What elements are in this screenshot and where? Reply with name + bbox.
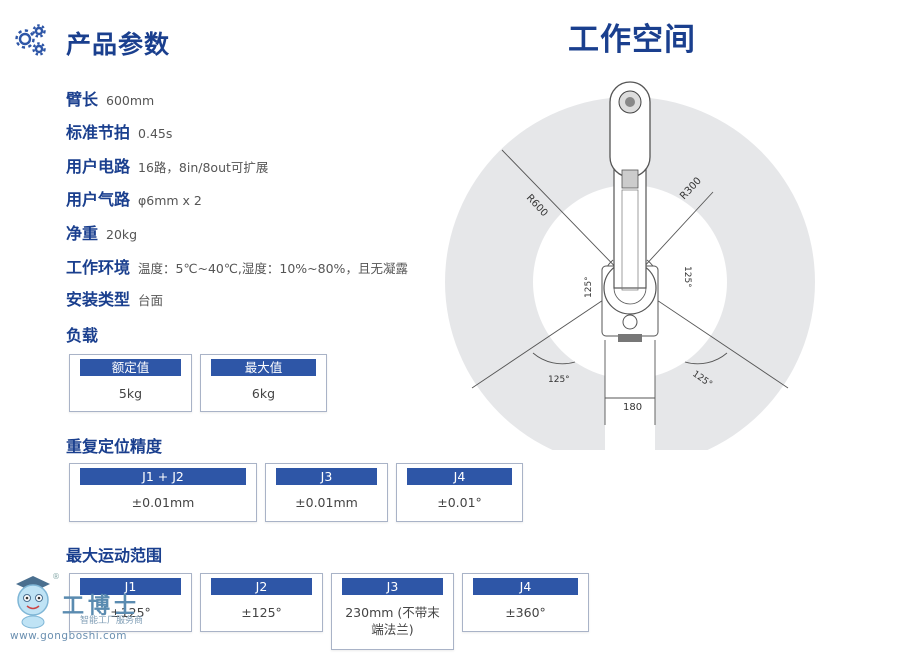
payload-title: 负载 [66, 326, 99, 345]
param-label: 用户电路 [66, 157, 131, 176]
repeatability-title: 重复定位精度 [66, 437, 163, 456]
box-value: ±125° [110, 605, 151, 620]
param-user-circuit: 用户电路 16路，8in/8out可扩展 [66, 153, 268, 177]
box-header: J4 [473, 578, 578, 595]
box-value: 5kg [118, 386, 143, 401]
watermark: ® 工博士 智能工厂服务商 www.gongboshi.com [4, 570, 154, 646]
param-user-air: 用户气路 φ6mm x 2 [66, 186, 202, 210]
box-header: J1 + J2 [80, 468, 246, 485]
gears-icon [14, 23, 50, 59]
workspace-diagram: R600 R300 125° 125° 125° 125° 180 [445, 81, 815, 450]
param-value: φ6mm x 2 [138, 193, 202, 208]
param-label: 安装类型 [66, 290, 131, 309]
param-label: 标准节拍 [66, 123, 131, 142]
watermark-subtitle: 智能工厂服务商 [80, 616, 144, 626]
motion-j2-box: J2 ±125° [200, 573, 323, 632]
angle-bottom-left-label: 125° [548, 375, 570, 385]
box-value: ±0.01° [437, 495, 482, 510]
mascot-icon [16, 576, 50, 629]
box-header: 额定值 [80, 359, 181, 376]
box-header: J1 [80, 578, 181, 595]
box-value: ±0.01mm [131, 495, 195, 510]
angle-left-label: 125° [584, 276, 594, 298]
section-title: 产品参数 [66, 30, 171, 59]
robot-arm [601, 81, 659, 342]
repeatability-j3-box: J3 ±0.01mm [265, 463, 388, 522]
payload-max-box: 最大值 6kg [200, 354, 327, 412]
param-environment: 工作环境 温度：5℃~40℃,湿度：10%~80%，且无凝露 [66, 254, 408, 278]
repeatability-j1j2-box: J1 + J2 ±0.01mm [69, 463, 257, 522]
box-header: J3 [342, 578, 443, 595]
box-value: ±0.01mm [295, 495, 358, 510]
param-arm-length: 臂长 600mm [66, 86, 154, 110]
motion-j3-box: J3 230mm (不带末端法兰) [331, 573, 454, 650]
width-label: 180 [623, 402, 642, 413]
param-label: 净重 [66, 224, 99, 243]
param-value: 温度：5℃~40℃,湿度：10%~80%，且无凝露 [138, 261, 408, 276]
box-header: J3 [276, 468, 377, 485]
payload-rated-box: 额定值 5kg [69, 354, 192, 412]
param-label: 工作环境 [66, 258, 131, 277]
motion-range-title: 最大运动范围 [66, 546, 163, 565]
box-header: J2 [211, 578, 312, 595]
box-value: 230mm (不带末端法兰) [345, 605, 440, 637]
param-value: 16路，8in/8out可扩展 [138, 160, 269, 175]
param-label: 用户气路 [66, 190, 131, 209]
box-value: 6kg [251, 386, 276, 401]
workspace-gap [605, 370, 655, 450]
param-net-weight: 净重 20kg [66, 220, 137, 244]
motion-j1-box: J1 ±125° [69, 573, 192, 632]
workspace-title: 工作空间 [568, 22, 696, 58]
watermark-brand: 工博士 [62, 593, 141, 619]
motion-j4-box: J4 ±360° [462, 573, 589, 632]
param-value: 0.45s [138, 126, 173, 141]
param-value: 20kg [106, 227, 138, 242]
box-value: ±360° [505, 605, 546, 620]
param-label: 臂长 [66, 90, 99, 109]
box-header: J4 [407, 468, 512, 485]
watermark-url: www.gongboshi.com [10, 630, 127, 642]
param-value: 600mm [106, 93, 155, 108]
repeatability-j4-box: J4 ±0.01° [396, 463, 523, 522]
box-value: ±125° [241, 605, 282, 620]
param-cycle-time: 标准节拍 0.45s [66, 119, 172, 143]
registered-mark: ® [52, 572, 60, 581]
param-mount-type: 安装类型 台面 [66, 286, 163, 310]
angle-right-label: 125° [682, 266, 692, 288]
param-value: 台面 [138, 293, 164, 308]
box-header: 最大值 [211, 359, 316, 376]
